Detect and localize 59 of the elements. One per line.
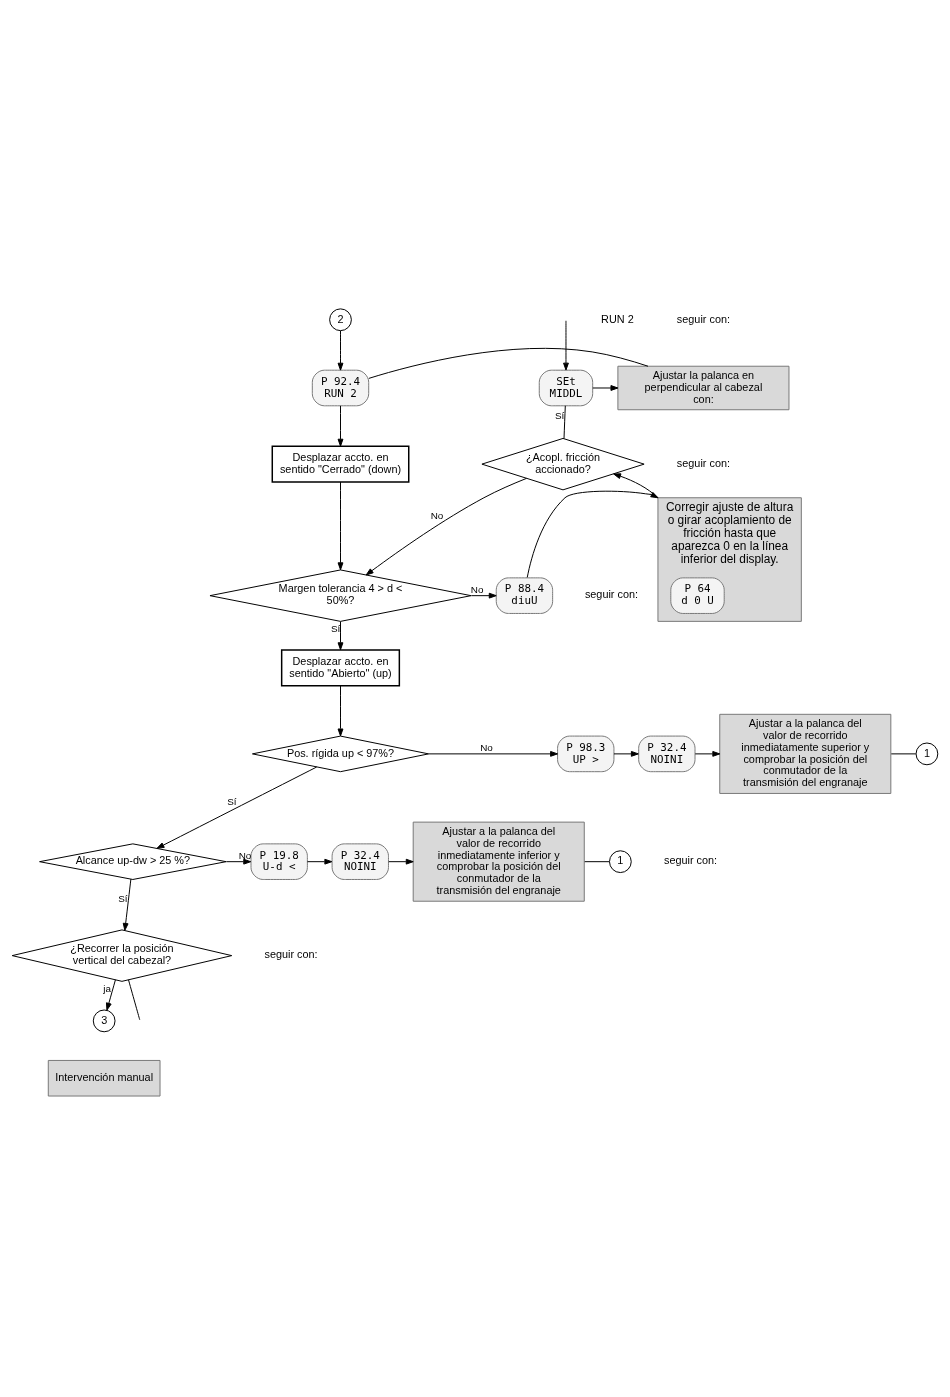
label: RUN 2 — [601, 312, 634, 325]
node-diamond: ¿Acopl. fricción accionado? — [481, 437, 645, 490]
edge-label: Sí — [118, 892, 128, 904]
arrow — [563, 319, 569, 371]
arrow — [337, 684, 344, 736]
node-box: P 98.3 UP > — [557, 735, 615, 772]
edge-label: ja — [103, 982, 111, 994]
arrow — [337, 404, 344, 447]
label: seguir con: — [676, 456, 730, 469]
node-circle: 1 — [915, 742, 939, 765]
node-box: Ajustar a la palanca del valor de recorrido inmediatamente superior y comprobar la posición del conmutador de la transmisión del engranaje — [719, 713, 892, 794]
node-box: P 92.4 RUN 2 — [311, 369, 370, 406]
node-diamond: ¿Recorrer la posición vertical del cabezal? — [11, 928, 233, 982]
connector — [368, 347, 649, 379]
edge-label: No — [238, 849, 252, 861]
node-box: P 19.8 U-d < — [250, 842, 308, 880]
arrow — [428, 750, 558, 757]
node-box: P 32.4 NOINI — [331, 842, 389, 880]
arrow — [694, 750, 721, 757]
connector — [890, 752, 917, 754]
node-box: Ajustar a la palanca del valor de recorrido inmediatamente inferior y comprobar la posición del conmutador de la transmisión del engranaje — [412, 821, 585, 902]
arrow — [613, 750, 639, 757]
arrow — [337, 329, 344, 371]
edge-label: No — [480, 741, 493, 753]
connector — [563, 404, 566, 439]
node-circle: 2 — [329, 307, 352, 331]
node-diamond: Pos. rígida up < 97%? — [251, 735, 430, 772]
node-box: Ajustar la palanca en perpendicular al cabezal con: — [617, 365, 790, 410]
arrow — [470, 592, 497, 599]
arrow — [225, 858, 252, 865]
arrow — [337, 620, 344, 650]
legend-label: Intervención manual — [55, 1070, 154, 1083]
connector — [584, 860, 610, 862]
node-box: SEt MIDDL — [538, 369, 594, 406]
node-circle: 3 — [92, 1009, 116, 1032]
node-box: P 32.4 NOINI — [638, 735, 696, 772]
edge-label: Sí — [227, 795, 237, 807]
arrow — [592, 384, 619, 391]
arrow — [365, 477, 527, 575]
label: seguir con: — [676, 312, 730, 325]
arrow — [156, 766, 318, 849]
connector — [128, 978, 141, 1020]
node-box: Desplazar accto. en sentido "Cerrado" (down) — [271, 445, 410, 483]
edge-label: Sí — [555, 409, 565, 421]
edge-label: No — [470, 583, 484, 595]
arrow — [306, 858, 333, 865]
arrow — [388, 858, 414, 865]
edge-label: No — [430, 509, 444, 521]
label: seguir con: — [584, 587, 639, 600]
arrow — [105, 978, 116, 1011]
edge-label: Sí — [330, 622, 341, 634]
node-circle: 1 — [609, 849, 632, 873]
node-box: Desplazar accto. en sentido "Abierto" (up) — [280, 648, 401, 686]
arrow — [337, 481, 344, 570]
node-box: P 64 d 0 U — [670, 576, 725, 614]
node-box: P 88.4 diuU — [495, 576, 554, 614]
label: seguir con: — [664, 853, 718, 866]
arrow — [122, 878, 132, 931]
label: seguir con: — [264, 947, 318, 960]
